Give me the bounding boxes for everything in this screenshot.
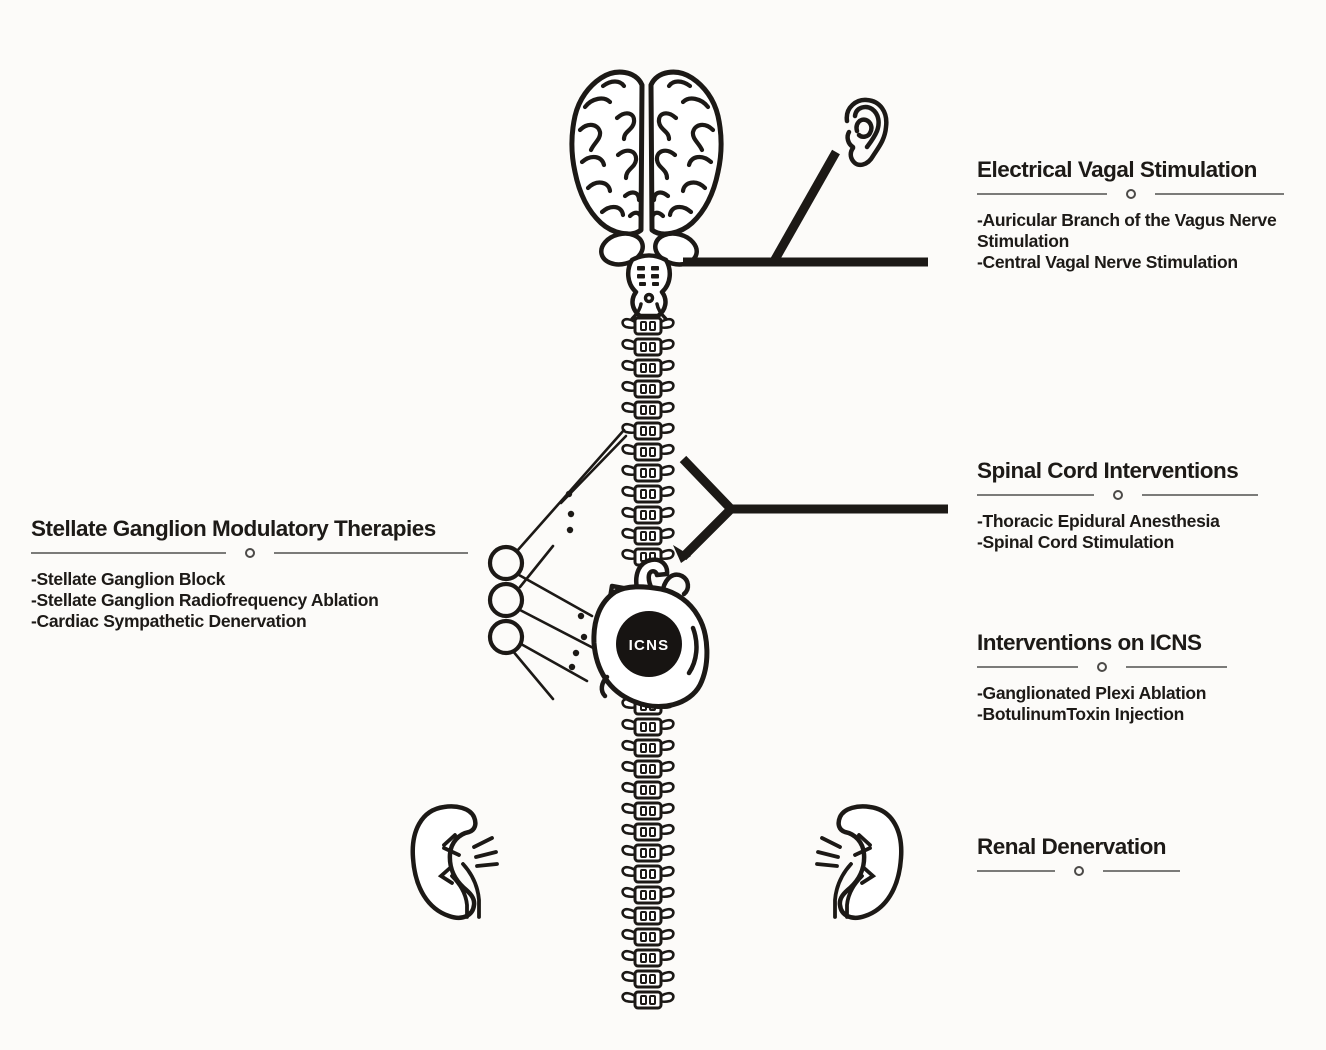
spinal-bracket-connector <box>679 455 948 561</box>
rule-dot-icon <box>1073 866 1084 876</box>
list-item: -BotulinumToxin Injection <box>977 704 1185 724</box>
rule-dot-icon <box>244 548 255 558</box>
list-item: -Cardiac Sympathetic Denervation <box>31 611 307 631</box>
kidney-right-icon <box>817 806 901 917</box>
section-stellate-ganglion: Stellate Ganglion Modulatory Therapies -… <box>31 515 483 632</box>
list-item: -Thoracic Epidural Anesthesia <box>977 511 1220 531</box>
nerve-fan-lines <box>510 428 628 701</box>
icns-badge <box>616 611 682 677</box>
list-item: -Ganglionated Plexi Ablation <box>977 683 1207 703</box>
rule-dot-icon <box>1112 490 1123 500</box>
title-rule <box>977 866 1180 876</box>
list-item: -Central Vagal Nerve Stimulation <box>977 252 1238 272</box>
vagal-connector-line <box>683 149 928 267</box>
list-item: -Stellate Ganglion Block <box>31 569 226 589</box>
title-rule <box>977 490 1258 500</box>
item-list: -Auricular Branch of the Vagus Nerve Sti… <box>977 210 1322 273</box>
rule-line <box>977 869 1055 873</box>
section-icns-interventions: Interventions on ICNS -Ganglionated Plex… <box>977 629 1297 725</box>
kidney-left-icon <box>413 806 497 917</box>
rule-line <box>977 493 1094 497</box>
rule-dot-icon <box>1125 189 1136 199</box>
item-list: -Stellate Ganglion Block -Stellate Gangl… <box>31 569 483 632</box>
rule-line <box>31 551 226 555</box>
title-rule <box>977 189 1284 199</box>
section-title: Stellate Ganglion Modulatory Therapies <box>31 516 436 541</box>
section-electrical-vagal: Electrical Vagal Stimulation -Auricular … <box>977 156 1322 273</box>
item-list: -Ganglionated Plexi Ablation -BotulinumT… <box>977 683 1297 725</box>
rule-line <box>1141 493 1258 497</box>
brain-icon <box>572 72 721 321</box>
title-rule <box>31 548 468 558</box>
ear-icon <box>844 97 889 168</box>
section-title: Spinal Cord Interventions <box>977 458 1239 483</box>
item-list: -Thoracic Epidural Anesthesia -Spinal Co… <box>977 511 1287 553</box>
section-title: Renal Denervation <box>977 834 1167 859</box>
list-item: -Stellate Ganglion Radiofrequency Ablati… <box>31 590 379 610</box>
rule-line <box>273 551 468 555</box>
title-rule <box>977 662 1227 672</box>
rule-line <box>977 192 1107 196</box>
rule-line <box>1154 192 1284 196</box>
icns-label: ICNS <box>629 637 670 654</box>
rule-line <box>1102 869 1180 873</box>
heart-icon: ICNS <box>591 545 710 709</box>
list-item: -Auricular Branch of the Vagus Nerve Sti… <box>977 210 1277 251</box>
rule-line <box>1126 665 1227 669</box>
rule-line <box>977 665 1078 669</box>
section-title: Interventions on ICNS <box>977 630 1202 655</box>
ganglion-node-icon <box>487 544 525 656</box>
section-title: Electrical Vagal Stimulation <box>977 157 1257 182</box>
section-renal-denervation: Renal Denervation <box>977 833 1237 887</box>
rule-dot-icon <box>1097 662 1107 672</box>
section-spinal-cord: Spinal Cord Interventions -Thoracic Epid… <box>977 457 1287 553</box>
list-item: -Spinal Cord Stimulation <box>977 532 1174 552</box>
